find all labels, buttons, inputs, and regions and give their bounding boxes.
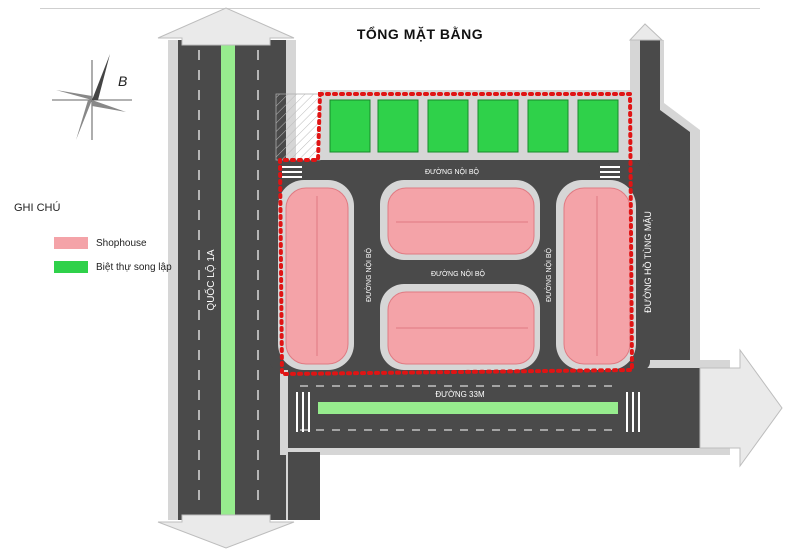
compass-rose: B xyxy=(52,54,132,140)
road-33m-arrow xyxy=(699,348,783,468)
highway-arrow-down xyxy=(157,514,295,549)
right-road-widening xyxy=(660,110,690,440)
road-label-33m: ĐƯỜNG 33M xyxy=(435,390,485,399)
crosswalk-stripe xyxy=(282,176,302,178)
top-middle-shophouse-block xyxy=(387,187,535,255)
crosswalk-stripe xyxy=(626,392,628,432)
villa-block xyxy=(477,99,519,153)
road-33m-median xyxy=(318,402,618,414)
crosswalk-stripe xyxy=(302,392,304,432)
compass-letter: B xyxy=(118,73,127,89)
crosswalk-stripe xyxy=(600,166,620,168)
legend-item-shophouse: Shophouse xyxy=(54,236,147,250)
crosswalk-stripe xyxy=(600,171,620,173)
compass-needle xyxy=(92,54,110,100)
villa-block xyxy=(527,99,569,153)
road-label-internal-top: ĐƯỜNG NỘI BỘ xyxy=(425,167,480,176)
junction-corner xyxy=(288,452,320,520)
crosswalk-stripe xyxy=(282,171,302,173)
villa-block xyxy=(427,99,469,153)
highway-median xyxy=(221,40,235,520)
crosswalk-stripe xyxy=(296,392,298,432)
road-label-internal-left: ĐƯỜNG NỘI BỘ xyxy=(364,247,373,302)
road-label-internal-right: ĐƯỜNG NỘI BỘ xyxy=(544,247,553,302)
road-label-internal-middle: ĐƯỜNG NỘI BỘ xyxy=(431,269,486,278)
villa-block xyxy=(577,99,619,153)
project-boundary xyxy=(277,92,635,377)
crosswalk-stripe xyxy=(282,166,302,168)
road-label-ho-tung-mau: ĐƯỜNG HỒ TÙNG MẬU xyxy=(642,211,653,313)
highway-arrow-up xyxy=(157,7,295,46)
shophouse-blocks xyxy=(278,180,636,370)
crosswalk-stripe xyxy=(600,176,620,178)
map-title: TỔNG MẶT BẰNG xyxy=(356,26,484,42)
villa-block xyxy=(377,99,419,153)
right-road-arrow xyxy=(628,23,664,41)
legend-swatch-pink xyxy=(54,237,88,249)
villa-block xyxy=(329,99,371,153)
compass-needle xyxy=(76,100,92,140)
compass-needle xyxy=(92,100,126,112)
crosswalk-stripe xyxy=(632,392,634,432)
road-label-highway: QUỐC LỘ 1A xyxy=(203,249,217,310)
crosswalk-stripe xyxy=(308,392,310,432)
internal-road-area xyxy=(270,160,650,370)
compass-needle xyxy=(56,90,92,100)
legend-label-villa: Biệt thự song lập xyxy=(96,261,172,273)
villa-row xyxy=(329,99,619,153)
legend-swatch-green xyxy=(54,261,88,273)
legend-item-villa: Biệt thự song lập xyxy=(54,260,172,274)
legend-title: GHI CHÚ xyxy=(14,202,61,214)
road-33m xyxy=(280,348,783,520)
legend-label-shophouse: Shophouse xyxy=(96,237,147,249)
crosswalks xyxy=(282,166,640,432)
top-divider xyxy=(40,8,760,9)
crosswalk-stripe xyxy=(638,392,640,432)
